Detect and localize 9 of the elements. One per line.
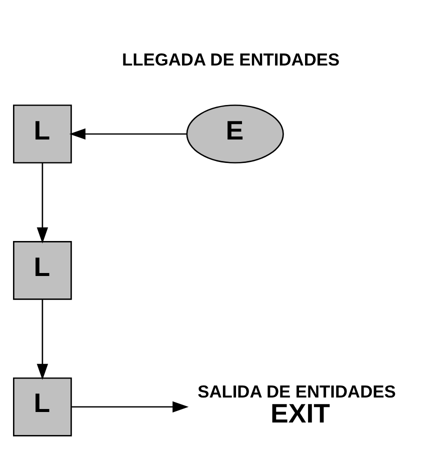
arrow <box>36 299 48 380</box>
node-ellipse: E <box>186 104 284 163</box>
arrow <box>36 162 48 243</box>
node-box: L <box>13 240 72 300</box>
node-box: L <box>13 104 72 163</box>
node-label: LLEGADA DE ENTIDADES <box>122 49 340 70</box>
arrow <box>69 128 186 140</box>
arrow <box>72 400 189 412</box>
node-box: L <box>13 376 72 436</box>
